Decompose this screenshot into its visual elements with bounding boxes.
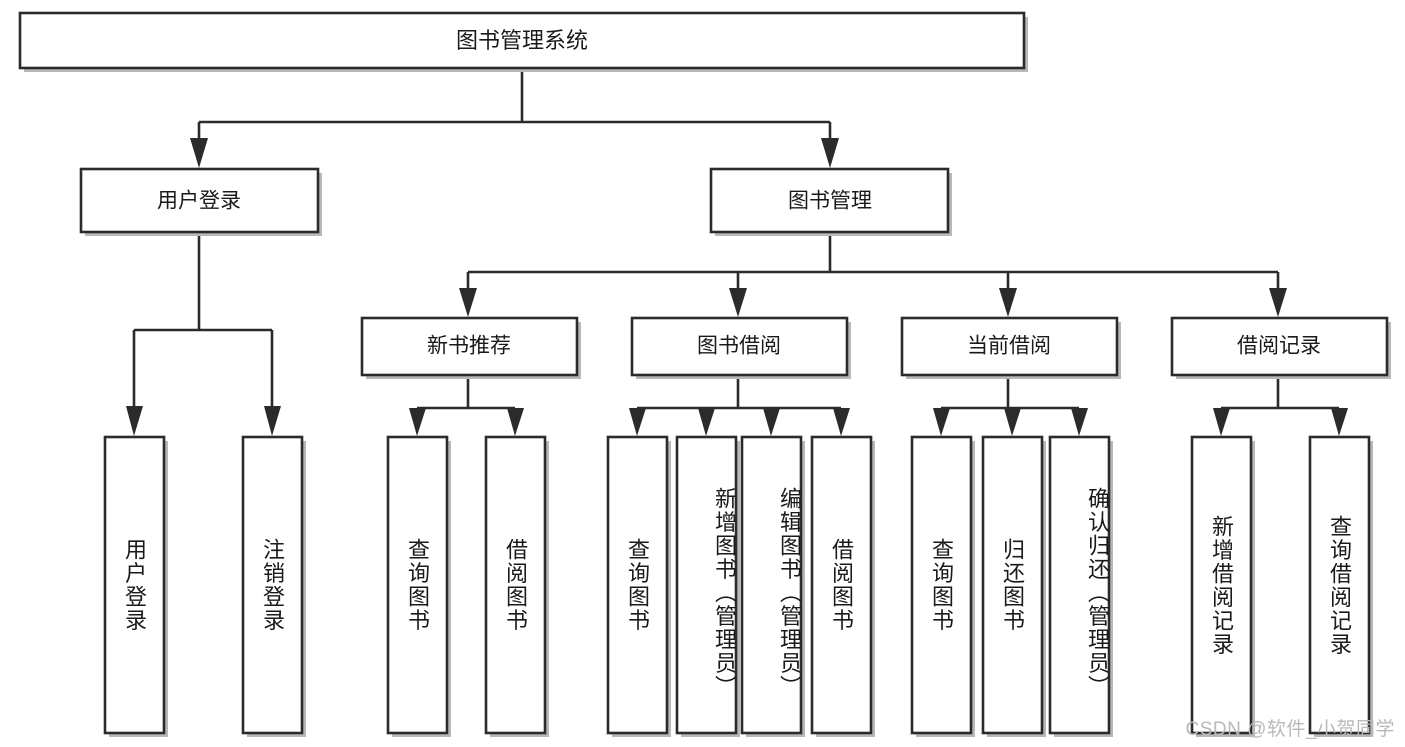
- arrow-head-level2-3: [999, 288, 1017, 317]
- arrow-head-level2-2: [729, 288, 747, 317]
- node-current-borrow-box[interactable]: [900, 316, 1119, 377]
- connector-group-root-to-level1: [190, 68, 839, 168]
- node-user-login-label: 用户登录: [157, 190, 241, 213]
- node-book-management-label: 图书管理: [788, 190, 872, 213]
- leaf-box-0[interactable]: [103, 435, 166, 735]
- leaf-box-5[interactable]: [675, 435, 738, 735]
- connector-group-borrow-to-leaves: [629, 375, 850, 436]
- node-new-book-recommend-label: 新书推荐: [427, 335, 511, 358]
- node-borrow-record[interactable]: 借阅记录: [1170, 316, 1391, 379]
- leaf-box-12[interactable]: [1308, 435, 1371, 735]
- arrow-head-leaf-10: [1004, 408, 1021, 436]
- arrow-head-level2-4: [1269, 288, 1287, 317]
- leaf-box-6[interactable]: [740, 435, 803, 735]
- leaf-box-7[interactable]: [810, 435, 873, 735]
- node-root[interactable]: 图书管理系统: [18, 11, 1028, 72]
- leaf-box-3[interactable]: [484, 435, 547, 735]
- leaf-box-4[interactable]: [606, 435, 669, 735]
- connector-group-current-to-leaves: [933, 375, 1088, 436]
- node-borrow-record-label: 借阅记录: [1237, 335, 1321, 358]
- arrow-head-leaf-11: [1071, 408, 1088, 436]
- node-borrow-record-box[interactable]: [1170, 316, 1389, 377]
- node-new-book-recommend[interactable]: 新书推荐: [360, 316, 581, 379]
- connector-group-userlogin-to-leaves: [126, 232, 281, 436]
- connector-group-newbook-to-leaves: [409, 375, 524, 436]
- arrow-head-leaf-12: [1213, 408, 1230, 436]
- node-root-label: 图书管理系统: [456, 28, 588, 53]
- node-book-borrow-label: 图书借阅: [697, 335, 781, 358]
- arrow-head-leaf-9: [933, 408, 950, 436]
- arrow-head-leaf-2: [264, 406, 281, 436]
- arrow-head-leaf-5: [629, 408, 646, 436]
- node-book-management-box[interactable]: [709, 167, 950, 234]
- arrow-head-leaf-6: [698, 408, 715, 436]
- leaf-box-group: [103, 435, 1373, 737]
- arrow-head-leaf-4: [507, 408, 524, 436]
- leaf-box-2[interactable]: [386, 435, 449, 735]
- node-book-management[interactable]: 图书管理: [709, 167, 952, 236]
- leaf-box-10[interactable]: [1048, 435, 1111, 735]
- node-book-borrow[interactable]: 图书借阅: [630, 316, 851, 379]
- connector-group-bookmanage-to-level2: [459, 232, 1287, 317]
- arrow-head-leaf-1: [126, 406, 143, 436]
- leaf-box-9[interactable]: [981, 435, 1044, 735]
- node-new-book-recommend-box[interactable]: [360, 316, 579, 377]
- csdn-watermark: CSDN @软件_小贺同学: [1185, 719, 1395, 740]
- connector-group-record-to-leaves: [1213, 375, 1348, 436]
- arrow-head-leaf-7: [763, 408, 780, 436]
- node-root-box[interactable]: [18, 11, 1026, 70]
- node-current-borrow[interactable]: 当前借阅: [900, 316, 1121, 379]
- leaf-box-8[interactable]: [910, 435, 973, 735]
- arrow-head-leaf-3: [409, 408, 426, 436]
- arrow-head-book-manage: [821, 138, 839, 168]
- node-user-login-box[interactable]: [79, 167, 320, 234]
- arrow-head-user-login: [190, 138, 208, 168]
- leaf-box-1[interactable]: [241, 435, 304, 735]
- arrow-head-leaf-8: [833, 408, 850, 436]
- arrow-head-level2-1: [459, 288, 477, 317]
- node-user-login[interactable]: 用户登录: [79, 167, 322, 236]
- arrow-head-leaf-13: [1331, 408, 1348, 436]
- node-book-borrow-box[interactable]: [630, 316, 849, 377]
- node-current-borrow-label: 当前借阅: [967, 335, 1051, 358]
- leaf-box-11[interactable]: [1190, 435, 1253, 735]
